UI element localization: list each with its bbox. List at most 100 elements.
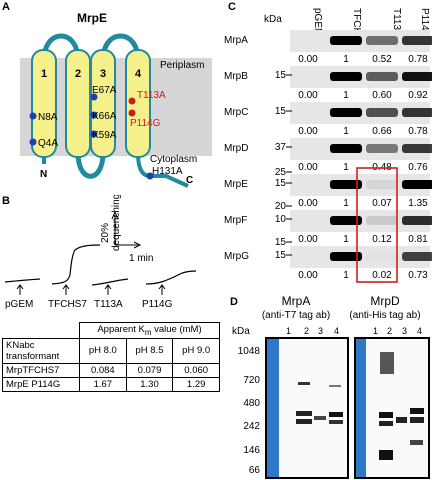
blot-a-title: MrpA	[282, 294, 311, 308]
protein-band	[330, 252, 362, 261]
dot-q4a	[29, 138, 37, 146]
lane-label: 4	[417, 326, 422, 336]
quant-value: 1	[343, 126, 349, 137]
protein-row-label: MrpC	[224, 107, 248, 118]
trace-label-t113a: T113A	[94, 299, 123, 310]
kda-marker-label: 25	[275, 167, 287, 178]
native-page-blots: MrpA (anti-T7 tag ab) MrpD (anti-His tag…	[232, 294, 430, 479]
periplasm-label: Periplasm	[160, 60, 204, 71]
quant-value: 0.00	[298, 198, 318, 209]
lane-label: 1	[286, 326, 291, 336]
protein-band	[366, 252, 398, 261]
helix-1-label: 1	[41, 68, 47, 80]
band	[379, 421, 393, 426]
protein-band	[402, 72, 432, 81]
quant-value: 0.73	[408, 270, 428, 281]
helix-3-label: 3	[100, 68, 106, 80]
quant-value: 0.78	[408, 126, 428, 137]
marker-label: 66	[249, 465, 261, 476]
scale-y2-label: dequenching	[111, 195, 122, 251]
label-h131a: H131A	[152, 166, 183, 177]
cytoplasm-label: Cytoplasm	[150, 154, 197, 165]
helix-4	[125, 49, 151, 158]
kda-marker-label: 15	[275, 178, 287, 189]
protein-band	[330, 108, 362, 117]
kda-marker-label: 15	[275, 106, 287, 117]
panel-label-b: B	[2, 195, 10, 207]
quant-value: 1	[343, 234, 349, 245]
kda-marker-label: 15	[275, 237, 287, 248]
scale-bar-arrow-up	[111, 210, 119, 220]
protein-band	[330, 36, 362, 45]
label-t113a: T113A	[137, 90, 166, 101]
kda-marker-label: 15	[275, 250, 287, 261]
protein-band	[330, 180, 362, 189]
trace-label-tfchs7: TFCHS7	[48, 299, 87, 310]
label-n8a: N8A	[38, 112, 58, 123]
scale-y-label: 20%	[100, 223, 111, 243]
table-row: MrpE P114G 1.67 1.30 1.29	[2, 376, 220, 392]
quant-value: 0.00	[298, 126, 318, 137]
blot-d-subtitle: (anti-His tag ab)	[349, 310, 420, 321]
protein-band	[402, 252, 432, 261]
quant-value: 1	[343, 54, 349, 65]
km-table: Apparent Km value (mM) KNabc transforman…	[2, 322, 220, 392]
c-terminus-label: C	[186, 175, 193, 186]
arrow-t113a	[104, 284, 112, 295]
quant-value: 1	[343, 90, 349, 101]
protein-row-label: MrpE	[224, 179, 248, 190]
quant-value: 0.52	[372, 54, 392, 65]
km-header-part1: Apparent K	[97, 324, 145, 335]
dot-k59a	[90, 130, 98, 138]
helix-2-label: 2	[75, 68, 81, 80]
protein-band	[366, 144, 398, 153]
protein-band	[402, 180, 432, 189]
panel-label-d: D	[230, 296, 238, 308]
trace-t113a	[91, 278, 129, 286]
loop-2-3	[75, 152, 106, 179]
quant-value: 0.07	[372, 198, 392, 209]
band	[380, 352, 394, 374]
marker-label: 242	[243, 421, 260, 432]
scale-bar-arrow-right	[133, 241, 142, 249]
scale-bar	[114, 215, 138, 246]
protein-band	[366, 108, 398, 117]
label-k59a: K59A	[92, 130, 117, 141]
lane-label: 2	[304, 326, 309, 336]
helix-1	[31, 49, 57, 158]
scale-x-label: 1 min	[129, 253, 153, 264]
quant-value: 0.92	[408, 90, 428, 101]
marker-label: 1048	[238, 346, 261, 357]
kda-label: kDa	[264, 14, 282, 25]
band	[410, 408, 424, 414]
panel-label-c: C	[228, 1, 236, 13]
n-terminus-label: N	[40, 169, 47, 180]
km-cell: 0.060	[172, 362, 220, 378]
band	[396, 417, 407, 423]
lane-label: 3	[402, 326, 407, 336]
km-table-header: Apparent Km value (mM)	[79, 322, 220, 339]
col-label-pgem: pGEM	[312, 8, 323, 36]
km-cell: 1.29	[172, 376, 220, 392]
km-row-header-bottom: transformant	[6, 350, 60, 362]
quant-value: 0.76	[408, 162, 428, 173]
band	[296, 411, 312, 416]
kda-marker-label: 37	[275, 142, 287, 153]
protein-row-label: MrpG	[224, 251, 249, 262]
ladder-lane-d	[356, 339, 366, 477]
protein-band	[402, 216, 432, 225]
quant-value: 1	[343, 198, 349, 209]
protein-band	[330, 144, 362, 153]
marker-label: 480	[243, 398, 260, 409]
protein-row-label: MrpF	[224, 215, 247, 226]
panel-b: B 20% dequenching 1 min pGEM TFCHS7 T113…	[0, 195, 222, 395]
label-k66a: K66A	[92, 111, 117, 122]
protein-band	[366, 180, 398, 189]
panel-label-a: A	[2, 1, 10, 13]
ladder-lane-a	[267, 339, 279, 477]
quant-value: 0.02	[372, 270, 392, 281]
kda-label-d: kDa	[232, 326, 250, 337]
